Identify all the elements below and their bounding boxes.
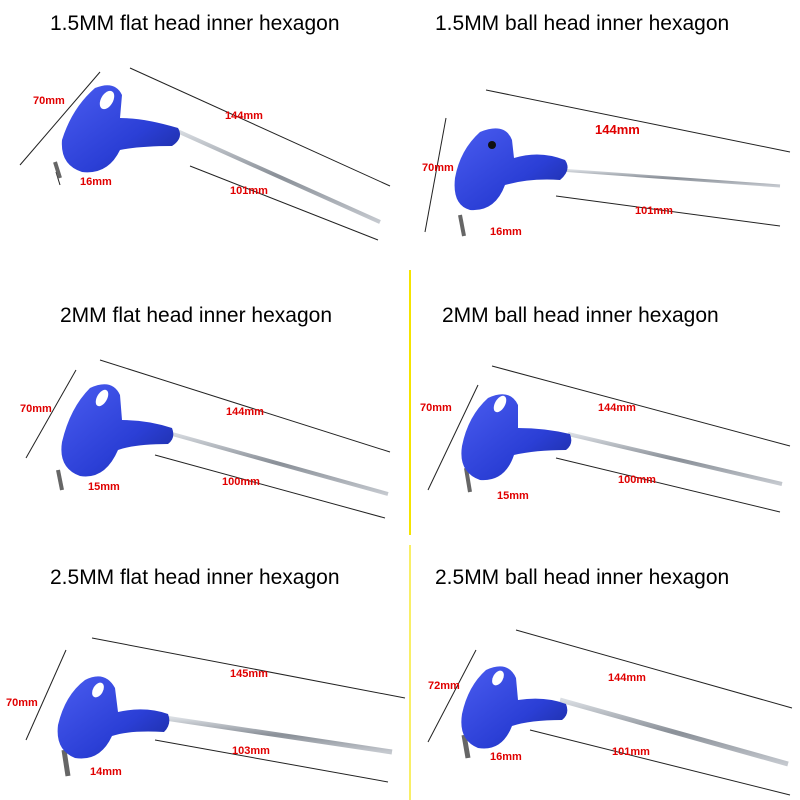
wrench-3 (25, 359, 391, 519)
shaft-label: 100mm (618, 474, 656, 486)
length-label: 144mm (608, 672, 646, 684)
height-label: 70mm (20, 403, 52, 415)
short-arm-label: 16mm (490, 226, 522, 238)
shaft-label: 101mm (230, 185, 268, 197)
short-arm-label: 16mm (80, 176, 112, 188)
wrench-2 (424, 89, 791, 237)
short-arm-label: 14mm (90, 766, 122, 778)
product-title: 2.5MM ball head inner hexagon (435, 566, 730, 589)
length-label: 144mm (595, 122, 640, 137)
shaft-label: 101mm (612, 746, 650, 758)
height-label: 70mm (6, 697, 38, 709)
product-title: 2.5MM flat head inner hexagon (50, 566, 340, 589)
height-label: 72mm (428, 680, 460, 692)
product-title: 1.5MM flat head inner hexagon (50, 12, 340, 35)
length-label: 145mm (230, 668, 268, 680)
length-label: 144mm (225, 110, 263, 122)
short-arm-label: 15mm (497, 490, 529, 502)
shaft-label: 103mm (232, 745, 270, 757)
product-title: 2MM flat head inner hexagon (60, 304, 333, 327)
shaft-label: 100mm (222, 476, 260, 488)
product-title: 2MM ball head inner hexagon (442, 304, 719, 327)
product-title: 1.5MM ball head inner hexagon (435, 12, 730, 35)
divider-line (409, 545, 411, 800)
wrench-6 (427, 629, 793, 796)
height-label: 70mm (33, 95, 65, 107)
wrench-4 (427, 365, 791, 513)
wrench-1 (19, 67, 391, 241)
wrench-5 (25, 637, 406, 783)
divider-line (409, 270, 411, 535)
shaft-label: 101mm (635, 205, 673, 217)
length-label: 144mm (598, 402, 636, 414)
height-label: 70mm (422, 162, 454, 174)
height-label: 70mm (420, 402, 452, 414)
length-label: 144mm (226, 406, 264, 418)
short-arm-label: 16mm (490, 751, 522, 763)
short-arm-label: 15mm (88, 481, 120, 493)
